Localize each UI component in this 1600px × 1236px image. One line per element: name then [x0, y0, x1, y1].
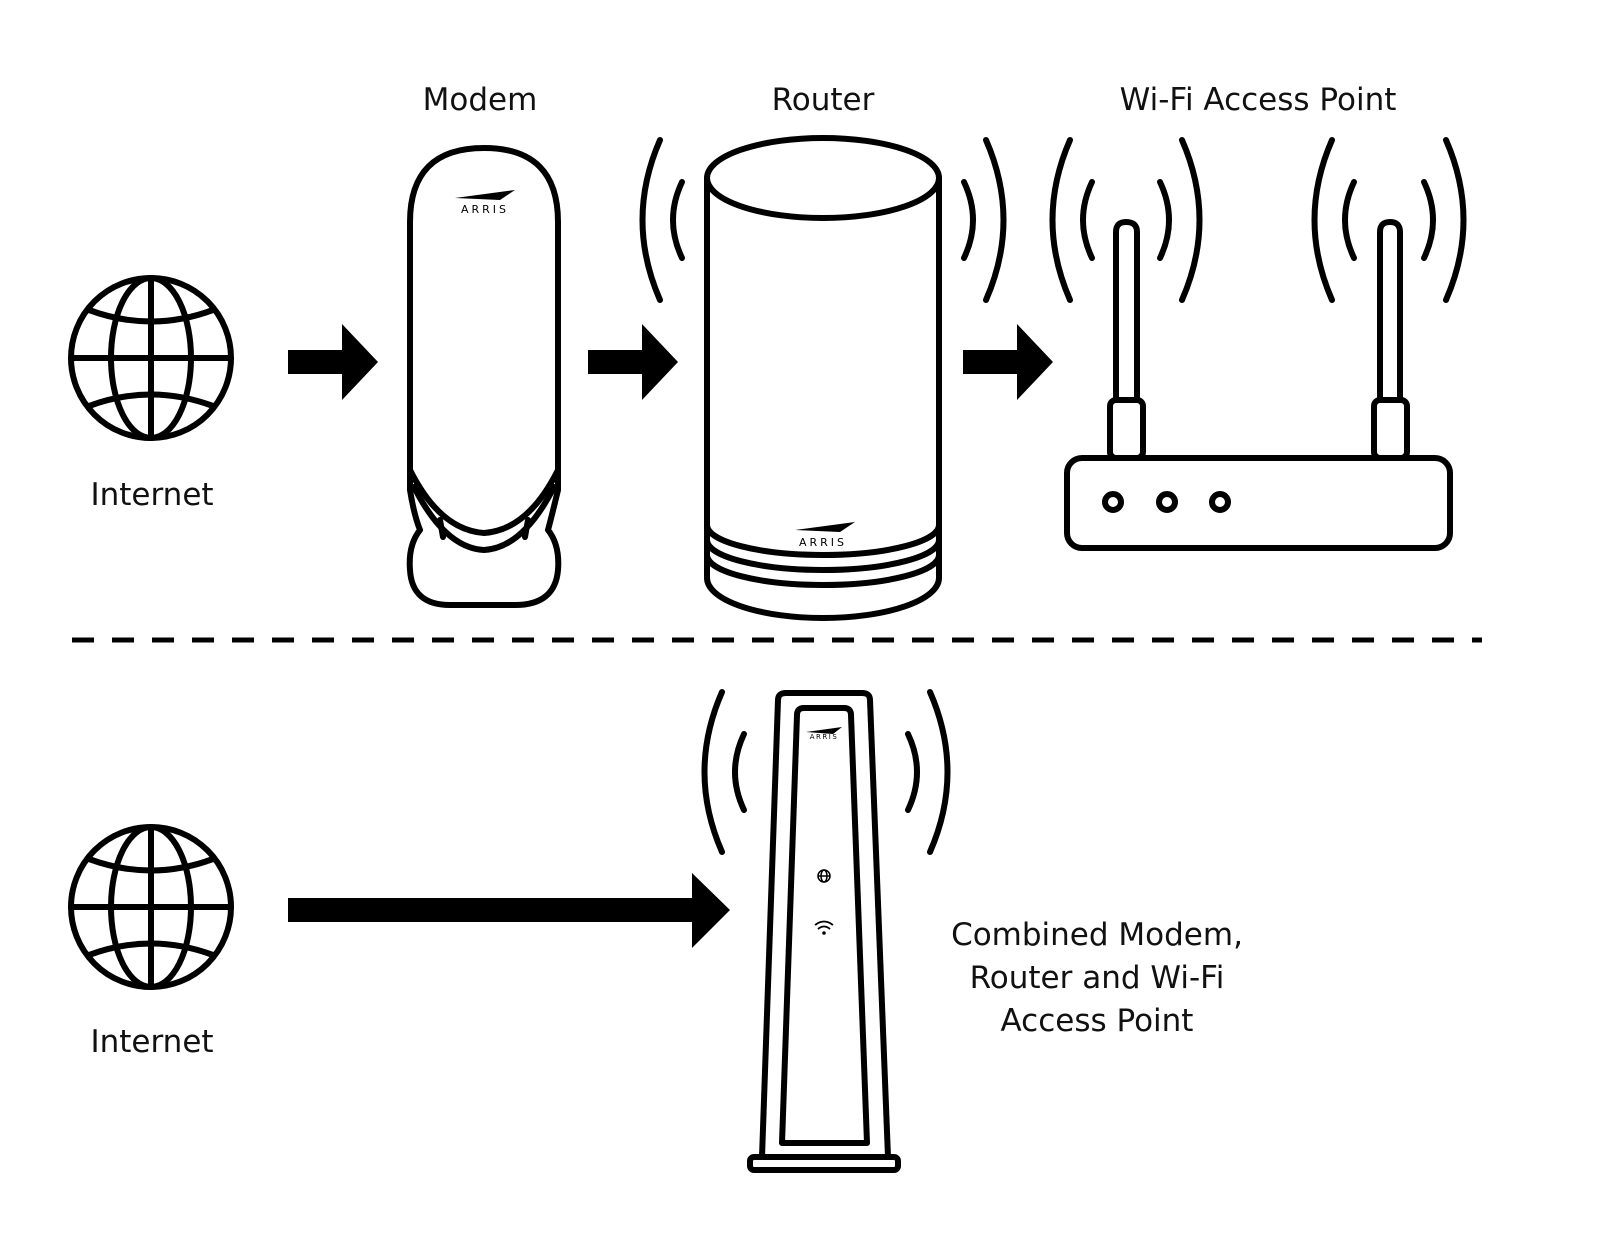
globe-icon [71, 278, 231, 438]
combined-label-line1: Combined Modem, [951, 917, 1243, 953]
wifi-waves-icon [1315, 140, 1355, 300]
router-device: ARRIS [643, 135, 1004, 621]
router-brand: ARRIS [799, 536, 847, 549]
status-light [1102, 491, 1124, 513]
internet-label-top: Internet [90, 477, 213, 513]
arris-logo-mark [806, 727, 842, 734]
wifi-waves-icon [1053, 140, 1093, 300]
arrow-right-icon [588, 324, 678, 400]
modem-brand: ARRIS [461, 203, 509, 216]
wifi-waves-icon [1424, 140, 1464, 300]
combined-label-line3: Access Point [1001, 1003, 1194, 1039]
globe-icon [71, 827, 231, 987]
access-point-label: Wi-Fi Access Point [1120, 82, 1397, 118]
globe-icon [817, 869, 831, 883]
access-point-device [1053, 140, 1464, 551]
wifi-icon [814, 920, 834, 935]
wifi-waves-icon [908, 692, 948, 852]
modem-device: ARRIS [406, 145, 562, 608]
status-light [1156, 491, 1178, 513]
status-light [1209, 491, 1231, 513]
wifi-waves-icon [1160, 140, 1200, 300]
combined-brand: ARRIS [810, 733, 839, 741]
modem-label: Modem [423, 82, 538, 118]
arris-logo-mark [795, 522, 855, 532]
internet-label-bottom: Internet [90, 1024, 213, 1060]
arris-logo-mark [455, 190, 515, 200]
combined-label-line2: Router and Wi-Fi [970, 960, 1225, 996]
arrow-right-icon [963, 324, 1053, 400]
router-label: Router [772, 82, 875, 118]
combined-device: ARRIS [705, 692, 948, 1173]
arrow-right-icon [288, 324, 378, 400]
arrow-right-icon [288, 873, 730, 948]
wifi-waves-icon [964, 140, 1004, 300]
wifi-waves-icon [643, 140, 683, 300]
wifi-waves-icon [705, 692, 745, 852]
